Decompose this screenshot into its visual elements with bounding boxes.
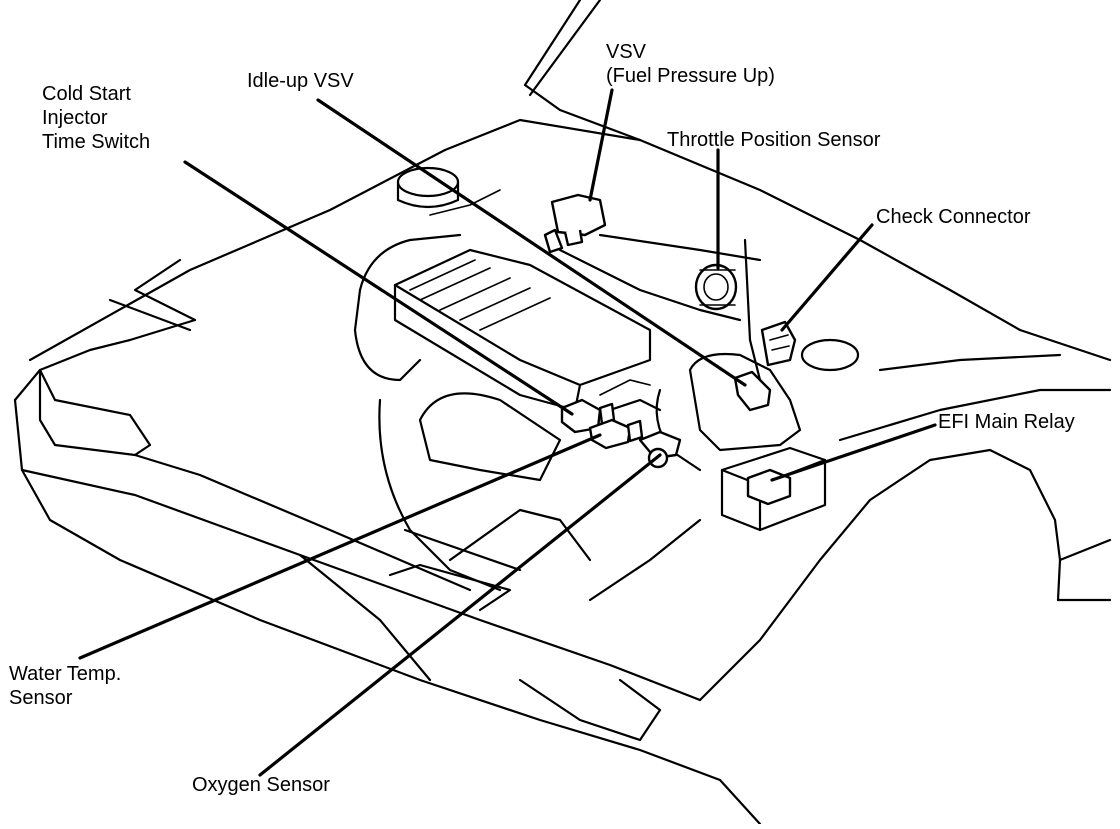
leader-lines — [78, 88, 937, 777]
hood-outline — [443, 0, 1112, 362]
label-cold-start-injector-time-switch: Cold Start Injector Time Switch — [42, 82, 150, 154]
label-water-temp-sensor: Water Temp. Sensor — [9, 662, 121, 710]
label-line: Time Switch — [42, 131, 151, 153]
label-line: EFI Main Relay — [938, 411, 1075, 433]
throttle-position-sensor-part — [694, 263, 738, 311]
oxygen-sensor-part — [638, 430, 682, 469]
strut-towers — [396, 166, 860, 372]
water-temp-sensor-part — [588, 418, 644, 450]
leader-oxygen-sensor — [258, 453, 662, 777]
label-line: Cold Start — [42, 83, 131, 105]
leader-idle-up-vsv — [316, 98, 747, 387]
idle-up-vsv-part — [733, 370, 772, 412]
label-check-connector: Check Connector — [876, 205, 1031, 229]
label-idle-up-vsv: Idle-up VSV — [247, 69, 354, 93]
label-vsv-fuel-pressure-up: VSV (Fuel Pressure Up) — [606, 40, 775, 88]
vsv-fuel-pressure-up-part — [543, 193, 607, 254]
label-line: Check Connector — [876, 206, 1031, 228]
leader-vsv-fuel-pressure — [588, 88, 614, 202]
leader-water-temp-sensor — [78, 433, 602, 660]
leader-check-connector — [780, 223, 874, 332]
efi-main-relay-part — [720, 446, 827, 532]
check-connector-part — [760, 320, 797, 367]
label-efi-main-relay: EFI Main Relay — [938, 410, 1075, 434]
label-line: VSV — [606, 41, 647, 63]
label-line: Idle-up VSV — [247, 70, 354, 92]
label-line: Sensor — [9, 687, 73, 709]
label-oxygen-sensor: Oxygen Sensor — [192, 773, 330, 797]
label-line: Injector — [42, 107, 108, 129]
label-throttle-position-sensor: Throttle Position Sensor — [667, 128, 880, 152]
leader-efi-main-relay — [770, 423, 937, 482]
car-body-outline — [13, 148, 762, 826]
label-line: Throttle Position Sensor — [667, 129, 881, 151]
label-line: Water Temp. — [9, 663, 122, 685]
leader-cold-start-injector — [183, 160, 574, 416]
label-line: Oxygen Sensor — [192, 774, 330, 796]
label-line: (Fuel Pressure Up) — [606, 65, 775, 87]
fender-outline — [588, 353, 1112, 702]
